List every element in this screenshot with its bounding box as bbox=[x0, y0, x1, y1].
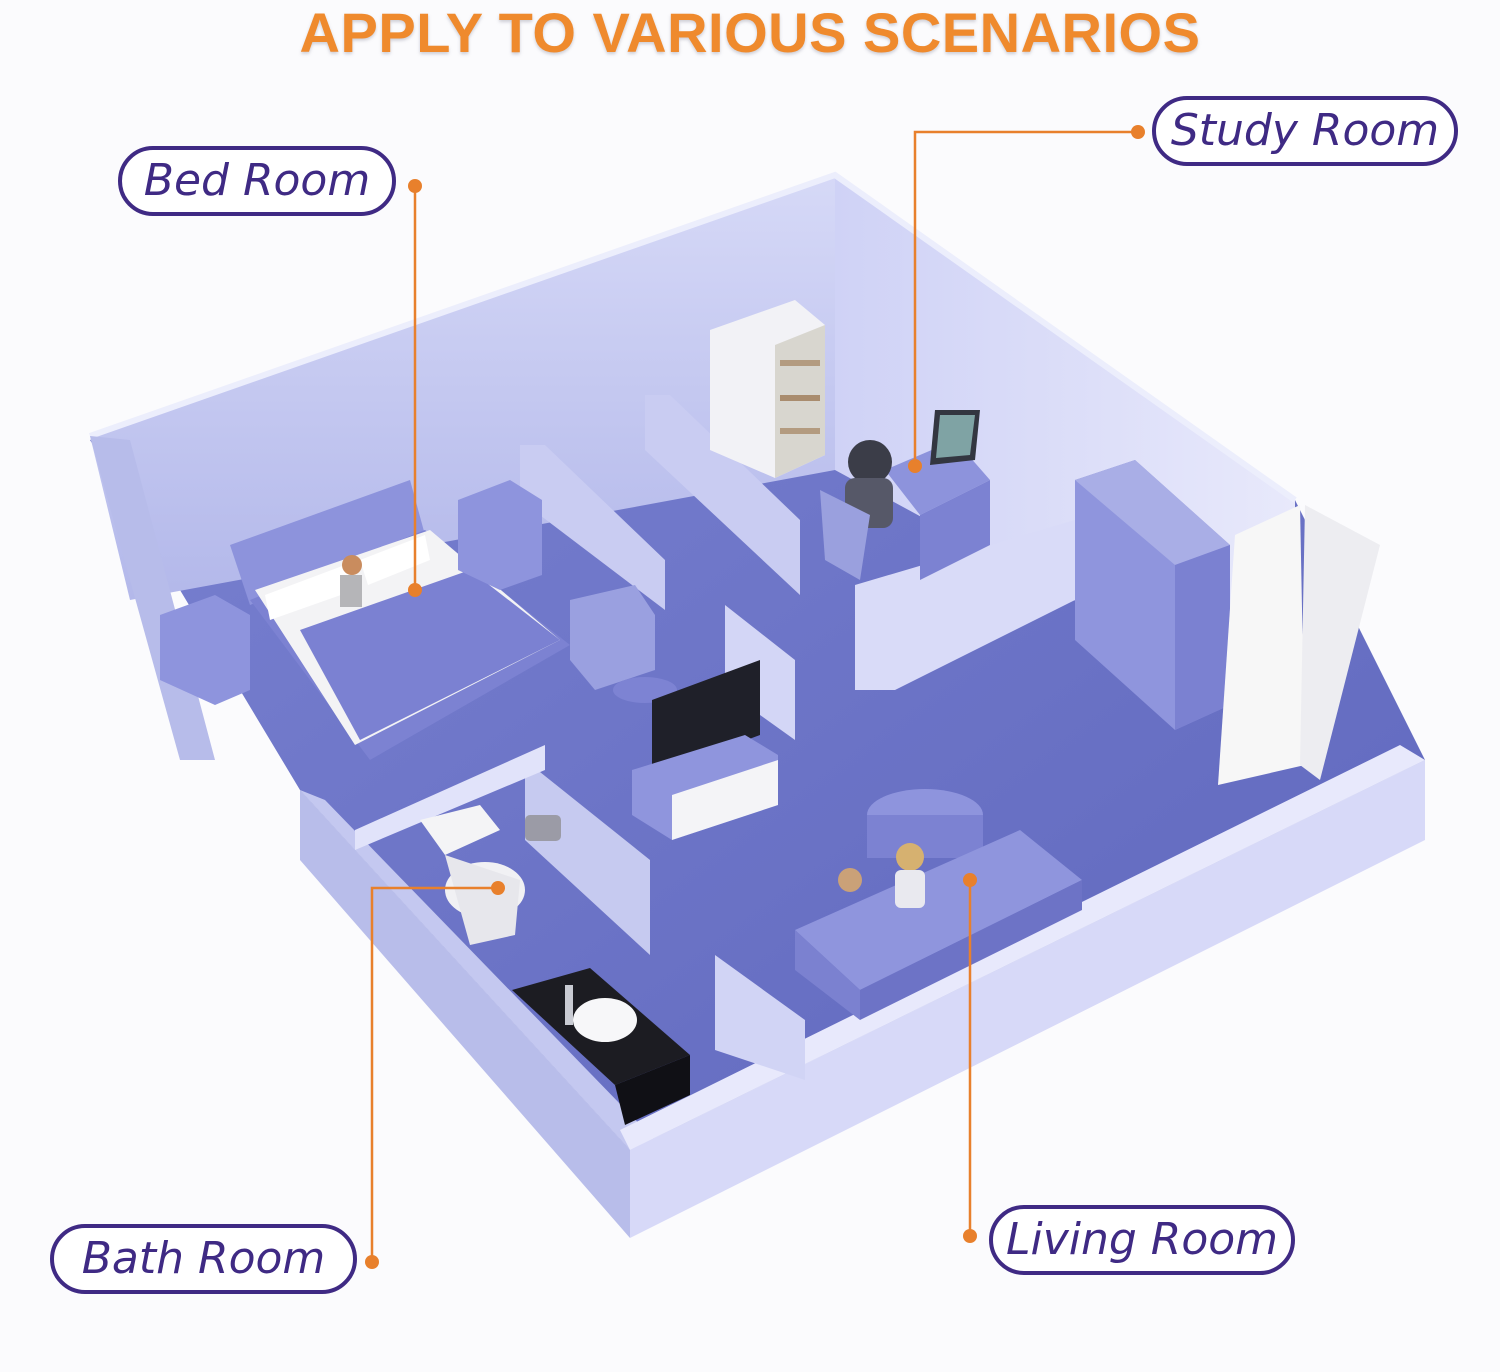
sink-counter bbox=[512, 968, 690, 1125]
nightstand-left bbox=[160, 595, 250, 705]
bed bbox=[230, 480, 570, 760]
label-bed-room: Bed Room bbox=[118, 146, 396, 216]
ottoman-side bbox=[867, 815, 983, 858]
armchair bbox=[570, 585, 655, 690]
leader-study-room bbox=[908, 125, 1145, 473]
label-bath-room: Bath Room bbox=[50, 1224, 357, 1294]
side-table bbox=[613, 677, 677, 703]
leader-bed-room bbox=[408, 179, 422, 597]
back-wall-left bbox=[90, 175, 835, 600]
partition-study-left bbox=[645, 395, 800, 595]
wardrobe bbox=[1075, 460, 1230, 730]
bathroom-outer-face bbox=[300, 790, 630, 1238]
leader-bath-room bbox=[365, 881, 505, 1269]
open-door bbox=[1218, 505, 1380, 785]
front-wall-right bbox=[630, 760, 1425, 1238]
study-desk bbox=[820, 410, 990, 580]
partition-bath-living bbox=[525, 760, 650, 955]
front-wall-top bbox=[620, 745, 1425, 1150]
nightstand-right bbox=[458, 480, 542, 590]
partition-bedroom bbox=[520, 445, 665, 610]
label-study-room: Study Room bbox=[1152, 96, 1458, 166]
page-title: APPLY TO VARIOUS SCENARIOS bbox=[299, 1, 1201, 64]
partition-living-front bbox=[715, 955, 805, 1080]
tv-set bbox=[632, 660, 778, 840]
partition-study-front bbox=[855, 520, 1075, 690]
bathroom-front-wall bbox=[300, 790, 655, 1150]
back-wall-top bbox=[89, 171, 1297, 503]
bookshelf bbox=[710, 300, 825, 478]
partition-bath-top bbox=[355, 745, 545, 850]
toilet bbox=[420, 805, 561, 945]
leader-living-room bbox=[963, 873, 977, 1243]
label-living-room: Living Room bbox=[989, 1205, 1295, 1275]
